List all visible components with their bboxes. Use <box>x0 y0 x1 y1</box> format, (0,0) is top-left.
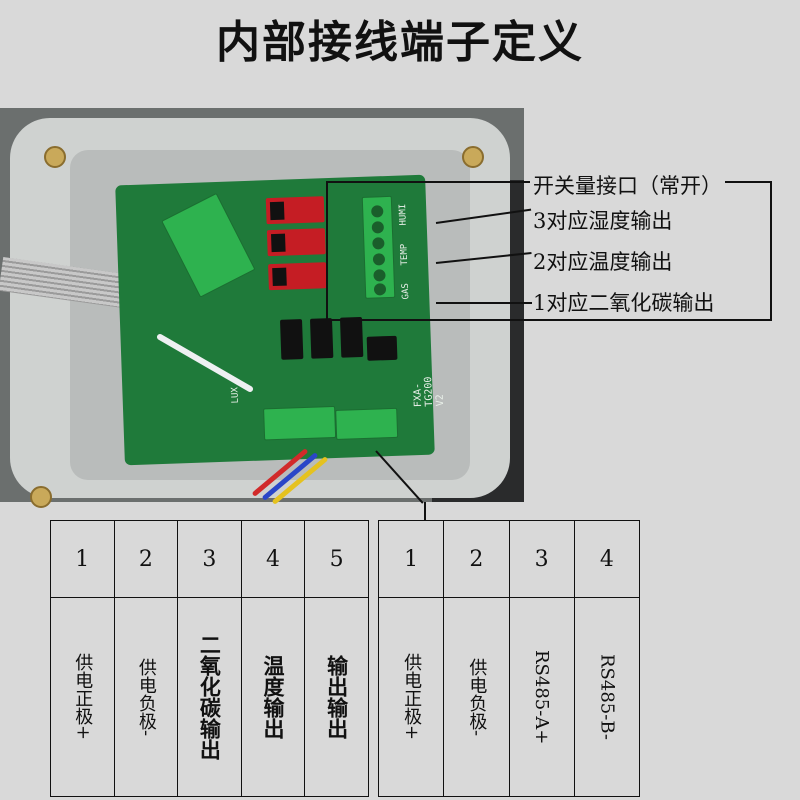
page-title: 内部接线端子定义 <box>216 17 584 68</box>
board-model-label: FXA-TG200 V2 <box>412 376 447 408</box>
table-cell: 温度输出 <box>240 597 306 797</box>
table-cell: 供电正极+ <box>50 597 115 797</box>
power-terminal-block <box>263 405 337 441</box>
leader-co2 <box>436 302 532 304</box>
table-cell: 5 <box>304 520 369 598</box>
table-cell: 3 <box>508 520 575 598</box>
callout-temperature: 2对应温度输出 <box>530 246 676 276</box>
table-cell: 供电负极- <box>113 597 179 797</box>
connector <box>279 319 304 360</box>
chip <box>366 335 398 361</box>
terminal-table-right: 1 2 3 4 供电正极+ 供电负极- RS485-A+ RS485-B- <box>377 520 641 797</box>
table-cell: RS485-A+ <box>508 597 575 797</box>
table-cell: 供电负极- <box>443 597 510 797</box>
relay <box>266 228 326 257</box>
table-cell: 输出输出 <box>304 597 369 797</box>
table-cell: 供电正极+ <box>377 597 445 797</box>
screw-icon <box>462 146 484 168</box>
table-cell: 1 <box>377 520 445 598</box>
table-cell: RS485-B- <box>573 597 641 797</box>
callout-switch-interface: 开关量接口（常开） <box>530 170 725 200</box>
table-cell: 1 <box>50 520 115 598</box>
screw-icon <box>44 146 66 168</box>
screw-icon <box>30 486 52 508</box>
silk-label-lux: LUX <box>230 386 241 404</box>
table-cell: 4 <box>240 520 306 598</box>
table-cell: 2 <box>113 520 179 598</box>
table-cell: 3 <box>177 520 242 598</box>
relay <box>265 196 325 225</box>
rs485-terminal-block <box>335 407 399 440</box>
connector <box>339 316 364 358</box>
terminal-table-left: 1 2 3 4 5 供电正极+ 供电负极- 二氧化碳输出 温度输出 输出输出 <box>50 520 369 797</box>
connector <box>309 318 334 359</box>
left-terminal-block <box>161 192 256 298</box>
callout-co2: 1对应二氧化碳输出 <box>530 287 718 317</box>
relay <box>268 262 327 291</box>
table-cell: 二氧化碳输出 <box>177 597 242 797</box>
table-cell: 4 <box>573 520 641 598</box>
leader-rs485-vertical <box>424 502 426 520</box>
callout-humidity: 3对应湿度输出 <box>530 205 676 235</box>
table-cell: 2 <box>443 520 510 598</box>
